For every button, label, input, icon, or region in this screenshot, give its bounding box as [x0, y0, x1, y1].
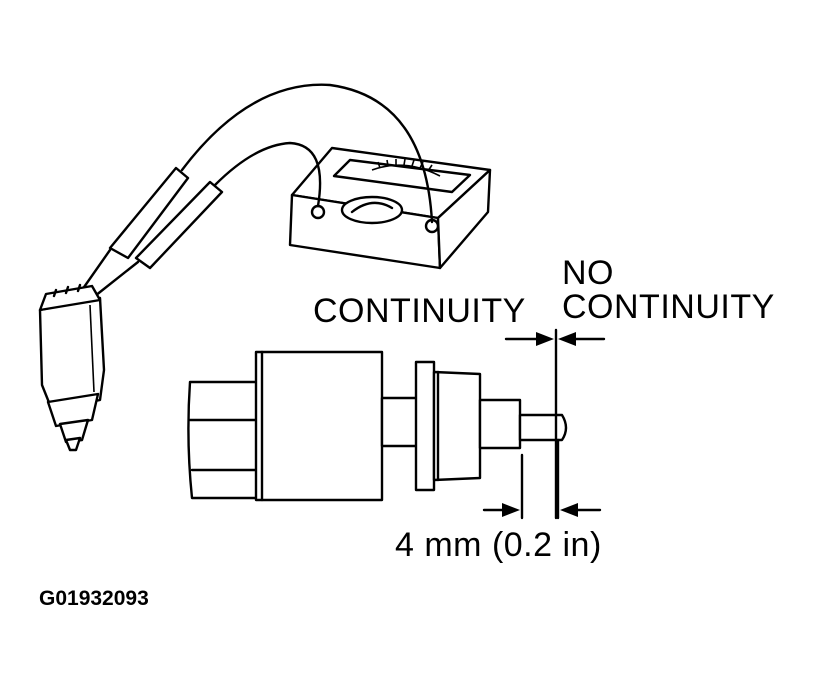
test-probes	[80, 166, 224, 298]
figure-code: G01932093	[39, 587, 149, 610]
switch-under-test	[38, 283, 106, 452]
dimension-lines	[482, 328, 606, 520]
label-no-continuity: CONTINUITY	[562, 288, 775, 326]
label-continuity: CONTINUITY	[313, 292, 526, 330]
stop-light-switch	[187, 350, 568, 502]
ohmmeter-illustration	[288, 146, 492, 270]
label-dimension: 4 mm (0.2 in)	[395, 526, 602, 564]
test-leads	[180, 83, 434, 224]
label-no: NO	[562, 254, 614, 292]
